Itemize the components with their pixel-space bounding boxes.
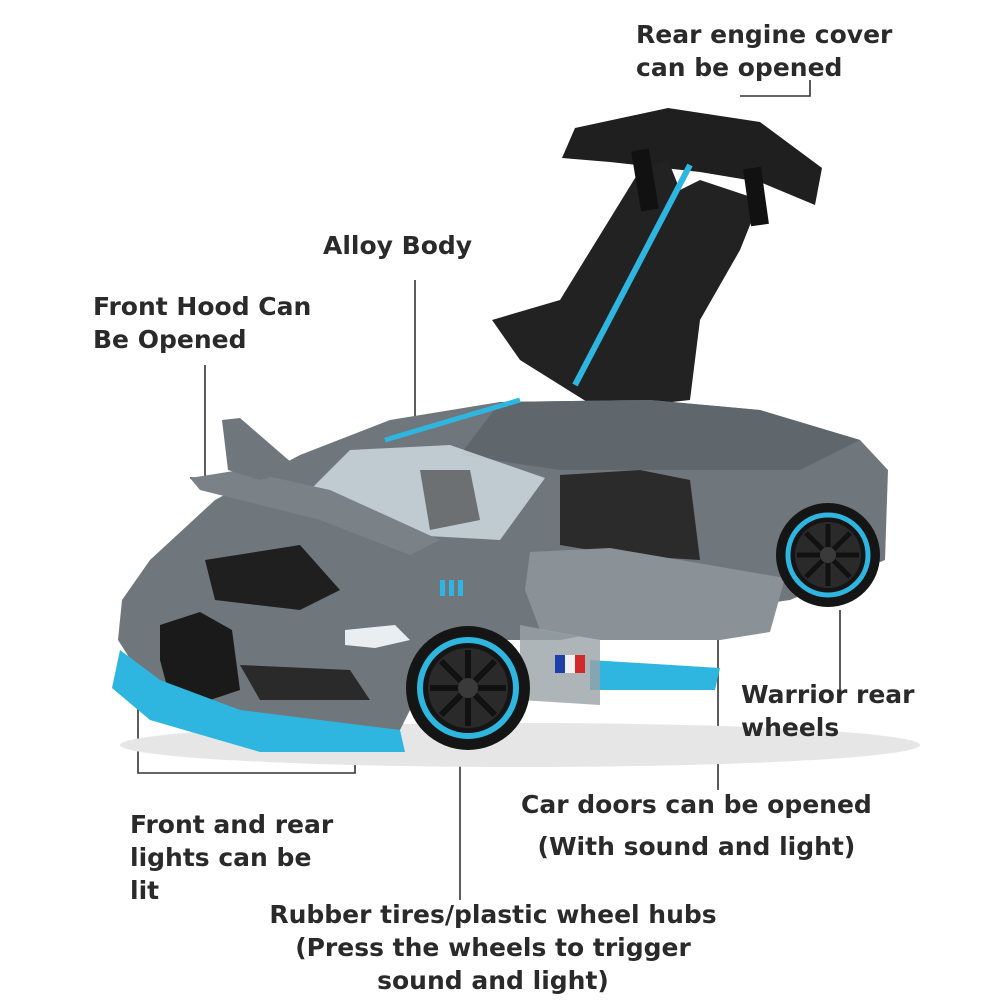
label-line: Front and rear: [130, 810, 334, 839]
label-line: Warrior rear: [741, 680, 915, 709]
label-line: can be opened: [636, 53, 843, 82]
rear-engine-cover: [492, 108, 822, 410]
label-line: Front Hood Can: [93, 292, 312, 321]
label-front-rear-lights: Front and rear lights can be lit: [130, 808, 333, 907]
label-front-hood: Front Hood Can Be Opened: [93, 290, 311, 356]
label-line: sound and light): [377, 966, 609, 995]
label-line: (Press the wheels to trigger: [295, 933, 691, 962]
label-car-doors: Car doors can be opened (With sound and …: [521, 788, 872, 863]
label-line: wheels: [741, 713, 840, 742]
label-warrior-rear-wheels: Warrior rear wheels: [741, 678, 914, 744]
front-wheel: [406, 626, 530, 750]
label-line: Car doors can be opened: [521, 790, 872, 819]
label-line: lit: [130, 876, 160, 905]
label-rear-engine-cover: Rear engine cover can be opened: [636, 18, 892, 84]
callout-line-front-hood: [190, 365, 206, 479]
label-line: (With sound and light): [537, 832, 856, 861]
label-line: Alloy Body: [323, 231, 473, 260]
label-alloy-body: Alloy Body: [323, 229, 472, 262]
label-line: Rear engine cover: [636, 20, 893, 49]
rear-wheel: [776, 503, 880, 607]
car-body: [112, 397, 888, 752]
label-line: Rubber tires/plastic wheel hubs: [269, 900, 717, 929]
label-line: Be Opened: [93, 325, 247, 354]
label-line: lights can be: [130, 843, 312, 872]
label-rubber-tires: Rubber tires/plastic wheel hubs (Press t…: [258, 898, 728, 997]
callout-line-rear-cover: [740, 80, 811, 97]
